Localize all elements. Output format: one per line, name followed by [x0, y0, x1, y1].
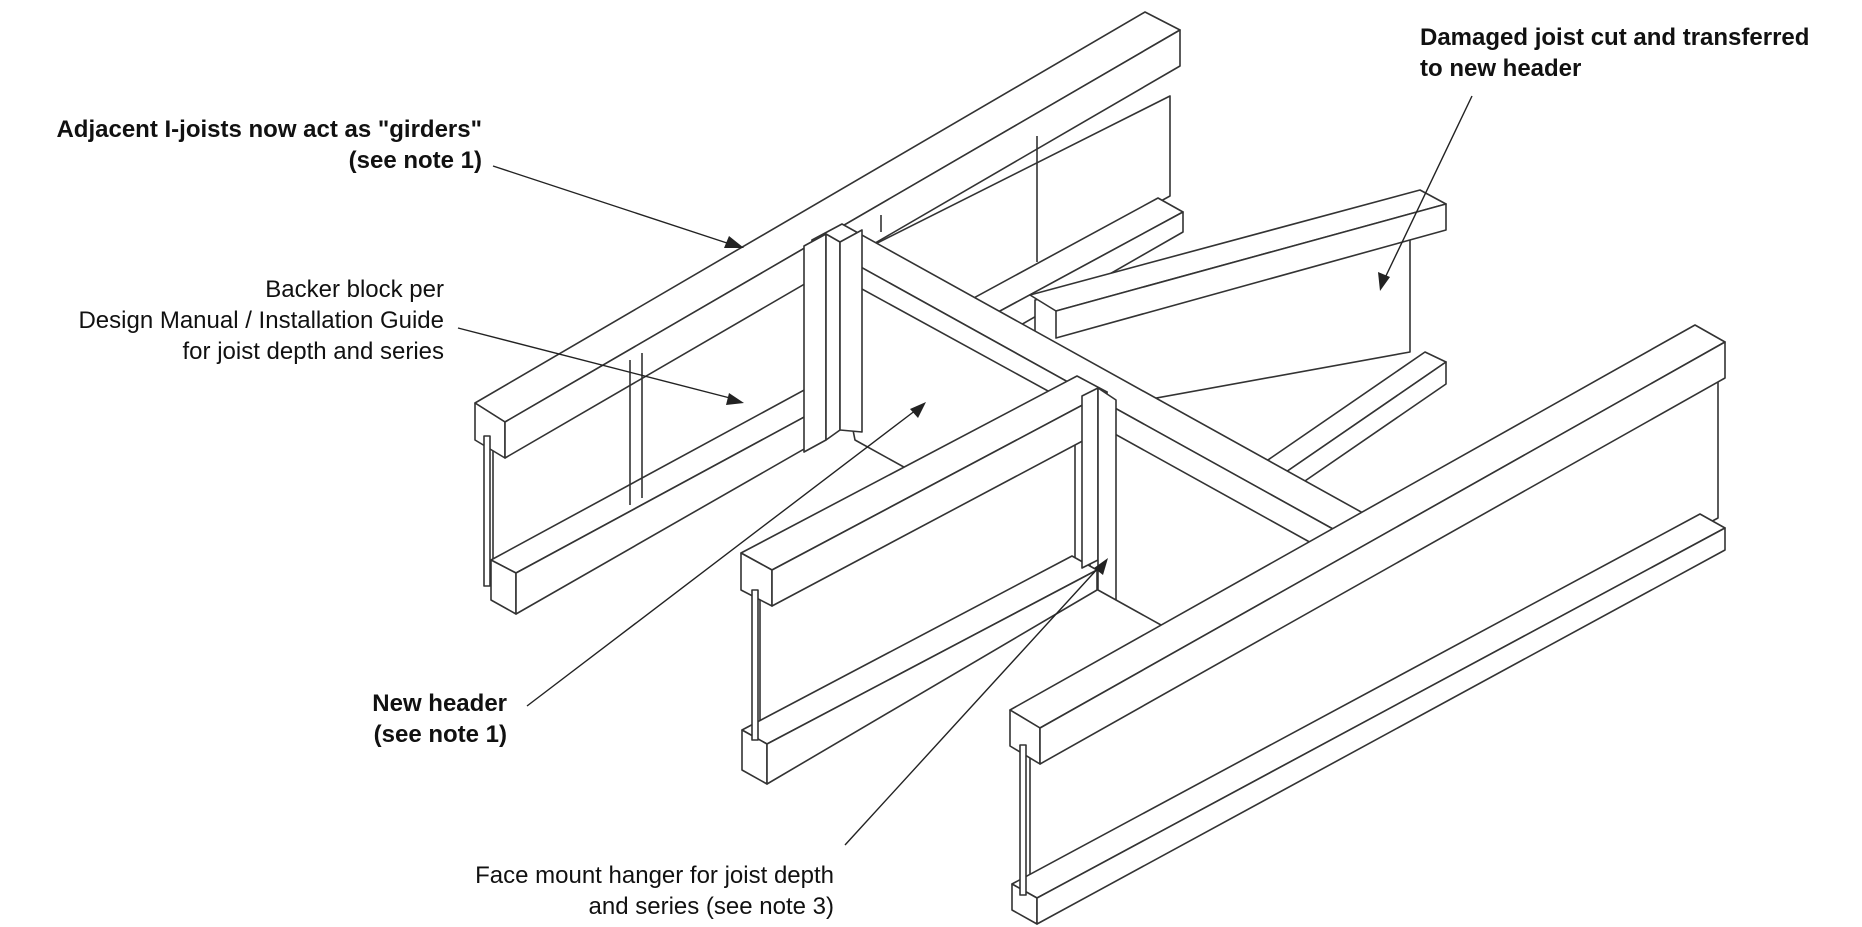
label-damaged-line-2: to new header — [1420, 55, 1582, 82]
label-new-header: New header (see note 1) — [372, 688, 507, 750]
label-header-line-1: New header — [372, 690, 507, 717]
hanger-back — [803, 229, 863, 453]
label-damaged-line-1: Damaged joist cut and transferred — [1420, 24, 1810, 51]
label-girders-line-1: Adjacent I-joists now act as "girders" — [56, 116, 482, 143]
label-backer-block: Backer block per Design Manual / Install… — [78, 274, 444, 367]
damaged-joist — [1029, 189, 1447, 495]
label-header-line-2: (see note 1) — [373, 721, 507, 748]
hanger-middle — [1081, 387, 1171, 631]
label-face-mount-hanger: Face mount hanger for joist depth and se… — [475, 860, 834, 922]
label-hanger-line-1: Face mount hanger for joist depth — [475, 862, 834, 889]
label-girders-line-2: (see note 1) — [348, 147, 482, 174]
label-damaged-joist: Damaged joist cut and transferred to new… — [1420, 22, 1809, 84]
middle-joist — [740, 375, 1108, 785]
right-joist-front — [1009, 324, 1726, 925]
label-backer-line-3: for joist depth and series — [182, 338, 444, 365]
label-girders: Adjacent I-joists now act as "girders" (… — [56, 114, 482, 176]
leader-lines — [457, 95, 1473, 846]
label-hanger-line-2: and series (see note 3) — [588, 893, 834, 920]
label-backer-line-1: Backer block per — [265, 276, 444, 303]
label-backer-line-2: Design Manual / Installation Guide — [78, 307, 444, 334]
